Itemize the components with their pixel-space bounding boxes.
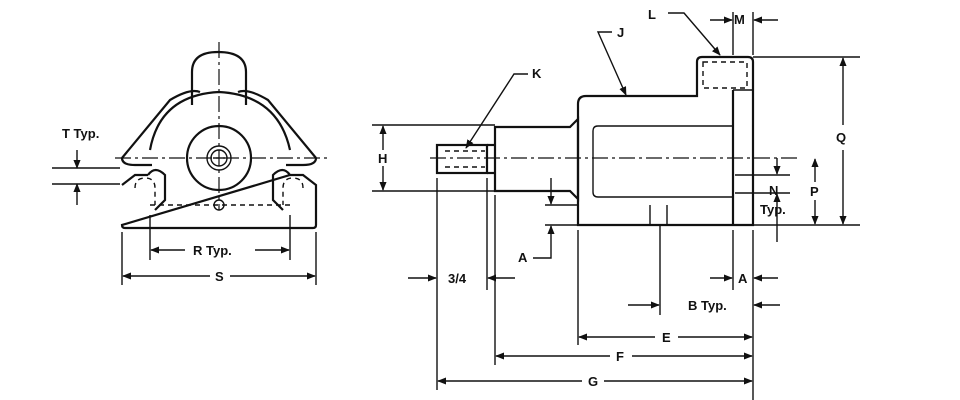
label-three-quarter: 3/4 (448, 271, 467, 286)
port-l-hidden (702, 61, 748, 89)
front-arch-body (148, 90, 292, 151)
label-r-typ: R Typ. (193, 243, 232, 258)
front-drain-hole (213, 199, 225, 211)
front-shaft (210, 149, 228, 167)
front-left-wing-tip (120, 157, 152, 167)
front-left-wing (121, 89, 201, 159)
label-b-typ: B Typ. (688, 298, 727, 313)
side-housing-inner (592, 125, 734, 198)
front-hub-inner (206, 145, 232, 171)
front-base-ribs (147, 168, 291, 211)
label-a-right: A (738, 271, 748, 286)
front-base (120, 173, 318, 230)
label-f: F (616, 349, 624, 364)
side-hub (493, 116, 580, 202)
label-a-left: A (518, 250, 528, 265)
label-p: P (810, 184, 819, 199)
label-e: E (662, 330, 671, 345)
front-right-wing-tip (286, 157, 318, 167)
label-s: S (215, 269, 224, 284)
label-l: L (648, 7, 656, 22)
front-hub-outer (185, 124, 253, 192)
side-housing (576, 55, 755, 227)
label-h: H (378, 151, 387, 166)
label-n: N (769, 183, 778, 198)
j-leader (596, 31, 627, 96)
label-q: Q (836, 130, 846, 145)
label-g: G (588, 374, 598, 389)
front-top-boss (190, 50, 248, 105)
k-leader (465, 73, 528, 149)
label-j: J (617, 25, 624, 40)
label-n-typ: Typ. (760, 202, 786, 217)
label-m: M (734, 12, 745, 27)
label-t-typ: T Typ. (62, 126, 99, 141)
label-k: K (532, 66, 542, 81)
front-hidden-slots (134, 177, 304, 205)
a-left-arrow-bottom (533, 225, 555, 259)
front-right-wing (237, 89, 317, 159)
front-view: T Typ. R Typ. S (52, 42, 328, 285)
side-shaft (435, 143, 489, 175)
l-leader (668, 12, 721, 56)
side-view: H K J L M Q P N Typ. (372, 7, 860, 400)
